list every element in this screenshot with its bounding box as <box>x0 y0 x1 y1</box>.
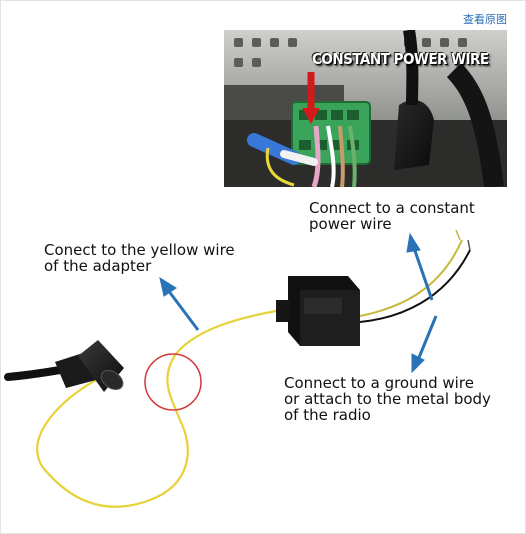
arrow-ground-wire <box>411 315 438 374</box>
black-cable <box>4 366 64 381</box>
filter-box <box>276 276 360 346</box>
ground-wire-note: Connect to a ground wire or attach to th… <box>284 374 491 424</box>
din-plug-connector <box>55 340 124 392</box>
constant-power-wire <box>359 239 463 317</box>
constant-power-wire-label: CONSTANT POWER WIRE <box>312 50 489 68</box>
view-original-link[interactable]: 查看原图 <box>463 13 507 26</box>
yellow-wire-note: Conect to the yellow wire of the adapter <box>44 241 235 275</box>
constant-wire-note: Connect to a constant power wire <box>309 199 475 233</box>
highlight-circle <box>144 353 202 411</box>
arrow-yellow-wire <box>159 276 200 331</box>
ground-output-wire <box>359 249 471 323</box>
arrow-constant-wire <box>406 232 434 301</box>
inset-photo-graphic <box>224 30 507 187</box>
inset-photo: CONSTANT POWER WIRE <box>224 30 507 187</box>
yellow-wire <box>36 308 283 508</box>
